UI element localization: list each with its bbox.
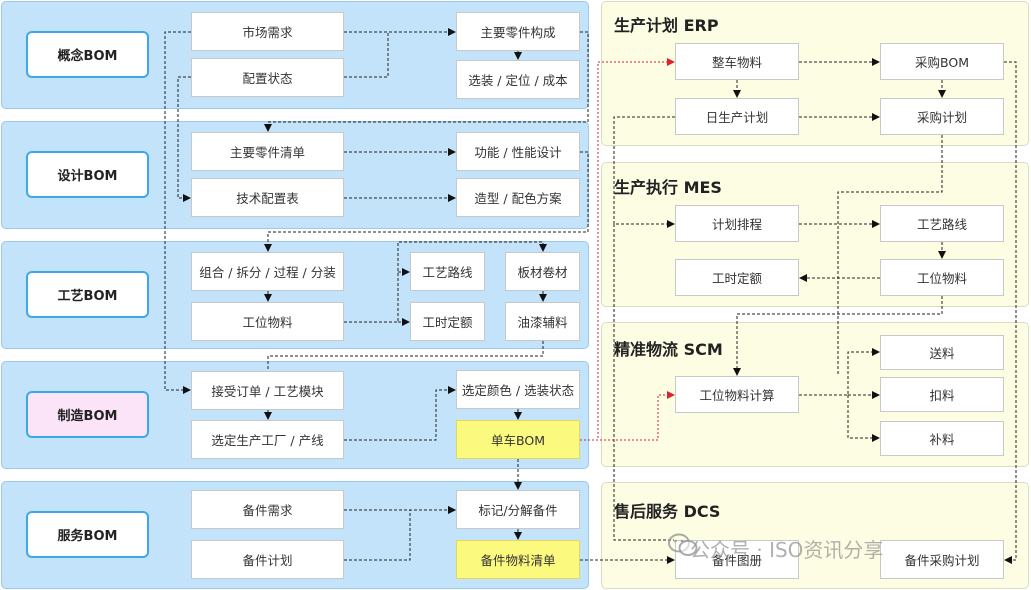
node-plan-schedule: 计划排程: [675, 205, 799, 242]
node-vehicle-material: 整车物料: [675, 43, 799, 80]
node-spare-demand: 备件需求: [191, 490, 344, 529]
node-tech-config-table: 技术配置表: [191, 178, 344, 217]
node-daily-plan: 日生产计划: [675, 98, 799, 135]
lane-label-service-bom: 服务BOM: [26, 511, 149, 558]
node-spare-purchase-plan: 备件采购计划: [880, 540, 1004, 579]
node-deliver: 送料: [880, 335, 1004, 370]
panel-title-scm: 精准物流 SCM: [614, 340, 723, 359]
node-select-plant: 选定生产工厂 / 产线: [191, 420, 344, 459]
lane-label-concept-bom: 概念BOM: [26, 31, 149, 78]
panel-title-erp: 生产计划 ERP: [614, 16, 719, 35]
node-mes-route: 工艺路线: [880, 205, 1004, 242]
panel-title-mes: 生产执行 MES: [614, 178, 722, 197]
node-replenish: 补料: [880, 421, 1004, 456]
node-main-parts: 主要零件构成: [456, 12, 580, 51]
node-styling-color: 造型 / 配色方案: [456, 178, 580, 217]
node-function-performance: 功能 / 性能设计: [456, 132, 580, 171]
node-purchase-bom: 采购BOM: [880, 43, 1004, 80]
lane-label-process-bom: 工艺BOM: [26, 271, 149, 318]
node-mes-hours: 工时定额: [675, 259, 799, 296]
node-market-demand: 市场需求: [191, 12, 344, 51]
lane-label-design-bom: 设计BOM: [26, 151, 149, 198]
wechat-icon: [668, 533, 698, 556]
node-single-car-bom: 单车BOM: [456, 420, 580, 459]
node-purchase-plan: 采购计划: [880, 98, 1004, 135]
panel-title-dcs: 售后服务 DCS: [614, 502, 721, 521]
node-station-material: 工位物料: [191, 302, 344, 341]
lane-label-manufacturing-bom: 制造BOM: [26, 391, 149, 438]
node-process-route: 工艺路线: [410, 252, 485, 291]
node-mark-decompose: 标记/分解备件: [456, 490, 580, 529]
node-option-locate-cost: 选装 / 定位 / 成本: [456, 60, 580, 99]
node-spare-material-list: 备件物料清单: [456, 540, 580, 579]
node-station-material-calc: 工位物料计算: [675, 376, 799, 413]
node-spare-plan: 备件计划: [191, 540, 344, 579]
node-assemble-ops: 组合 / 拆分 / 过程 / 分装: [191, 252, 344, 291]
node-sheet-coil: 板材卷材: [505, 252, 580, 291]
node-paint-aux: 油漆辅料: [505, 302, 580, 341]
node-mes-station-material: 工位物料: [880, 259, 1004, 296]
watermark-text: 公众号 · ISO资讯分享: [690, 538, 884, 562]
node-accept-order: 接受订单 / 工艺模块: [191, 371, 344, 410]
node-config-status: 配置状态: [191, 58, 344, 97]
node-select-color: 选定颜色 / 选装状态: [456, 370, 580, 409]
node-main-parts-list: 主要零件清单: [191, 132, 344, 171]
node-work-hours: 工时定额: [410, 302, 485, 341]
node-deduct: 扣料: [880, 377, 1004, 412]
